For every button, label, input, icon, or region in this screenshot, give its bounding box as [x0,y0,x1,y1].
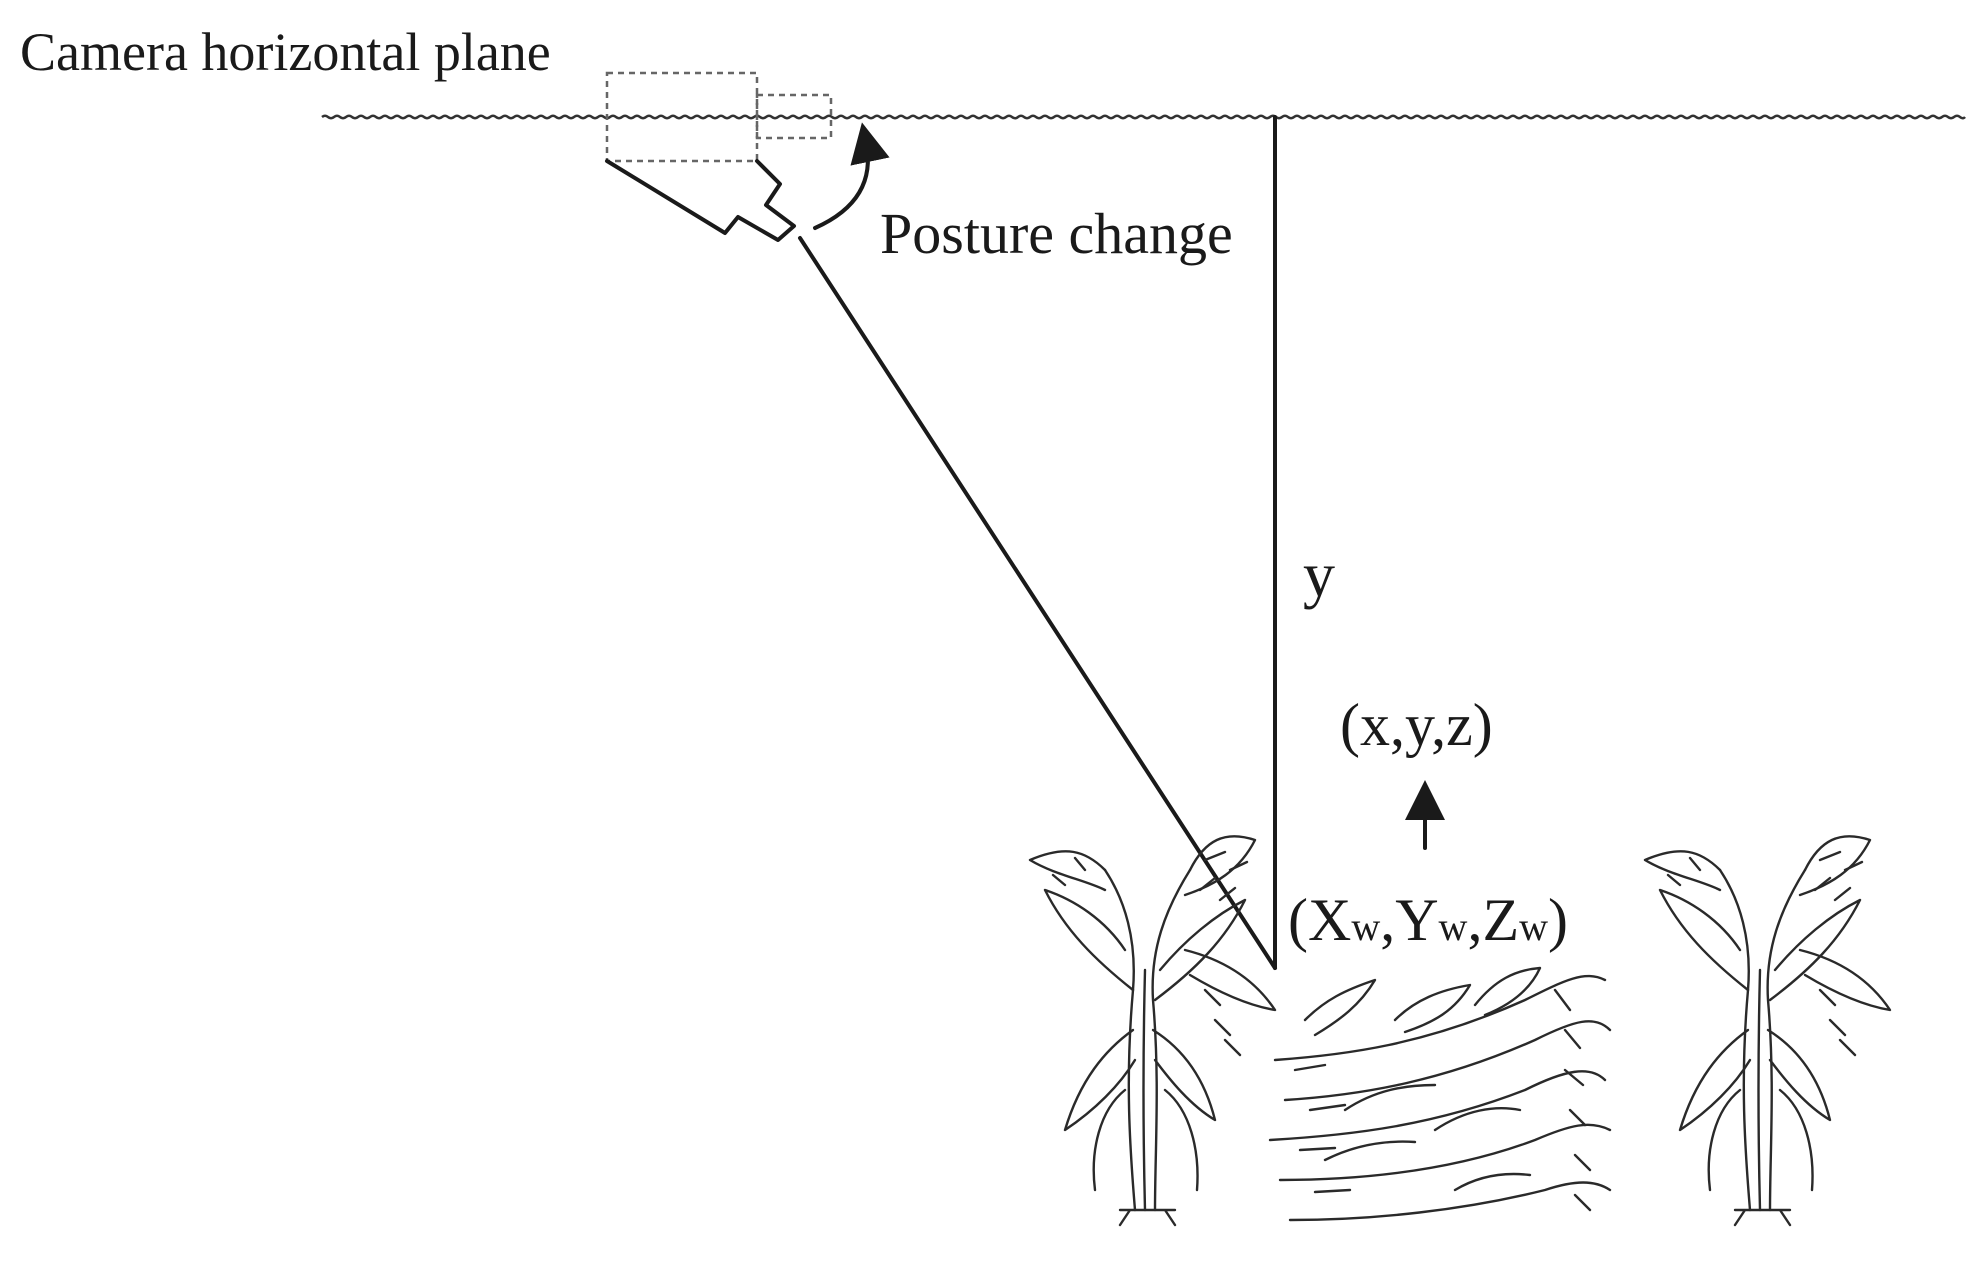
camera-previous-pose-icon [605,71,833,163]
optical-axis-line [798,236,1277,970]
height-label: y [1303,539,1335,610]
rotation-arrow-icon [813,122,890,230]
posture-label: Posture change [880,201,1233,266]
camera-icon [605,159,796,242]
plant-fallen-icon [1268,966,1612,1222]
horizontal-plane-line [321,114,1966,120]
camera-coordinate-label: (x,y,z) [1340,692,1493,758]
plant-left-icon [1028,835,1277,1227]
plane-label: Camera horizontal plane [20,22,551,82]
plant-right-icon [1643,835,1892,1227]
world-coordinate-label: (Xw,Yw,Zw) [1288,887,1568,953]
